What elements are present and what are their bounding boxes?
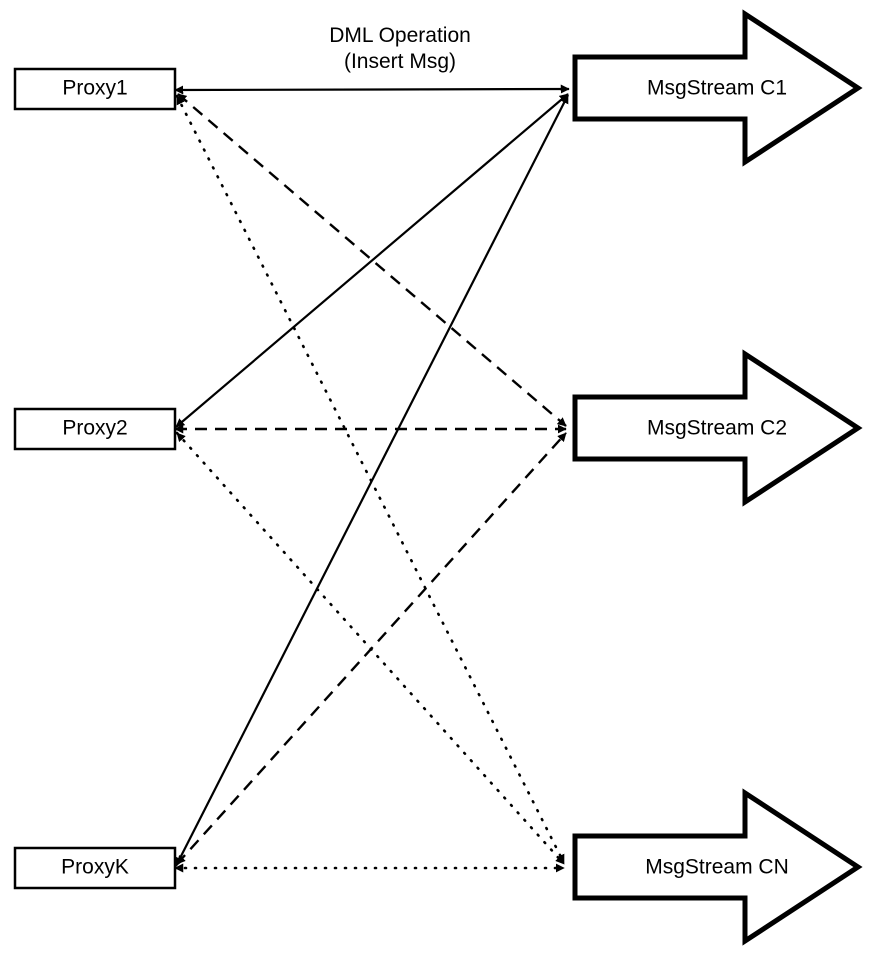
proxy1: Proxy1	[13, 67, 177, 111]
link-proxyK-c1	[175, 94, 569, 867]
proxyK-box	[13, 846, 177, 890]
stream-cn: MsgStream CN	[572, 788, 863, 946]
proxyK-label: ProxyK	[61, 856, 129, 879]
proxy1-box	[13, 67, 177, 111]
stream-c1: MsgStream C1	[572, 9, 863, 167]
link-proxy1-c1	[174, 84, 570, 95]
proxy2: Proxy2	[13, 407, 177, 451]
stream-c2: MsgStream C2	[572, 349, 863, 507]
stream-cn-label: MsgStream CN	[645, 856, 789, 879]
dml-operation-label-line2: (Insert Msg)	[344, 50, 456, 73]
proxy2-label: Proxy2	[62, 417, 127, 440]
link-proxyK-c2	[176, 432, 567, 865]
proxyK: ProxyK	[13, 846, 177, 890]
dml-operation-label-line1: DML Operation	[329, 24, 471, 47]
proxy1-label: Proxy1	[62, 77, 127, 100]
stream-c1-label: MsgStream C1	[647, 77, 787, 100]
dml-operation-label: DML Operation (Insert Msg)	[329, 24, 471, 73]
links-layer	[173, 84, 570, 873]
proxy2-box	[13, 407, 177, 451]
link-proxy2-c1	[175, 93, 569, 428]
stream-c2-label: MsgStream C2	[647, 417, 787, 440]
stream-cn-shape	[572, 788, 863, 946]
stream-c1-shape	[572, 9, 863, 167]
streams-layer: MsgStream C1 MsgStream C2 MsgStream CN	[572, 9, 863, 946]
stream-c2-shape	[572, 349, 863, 507]
